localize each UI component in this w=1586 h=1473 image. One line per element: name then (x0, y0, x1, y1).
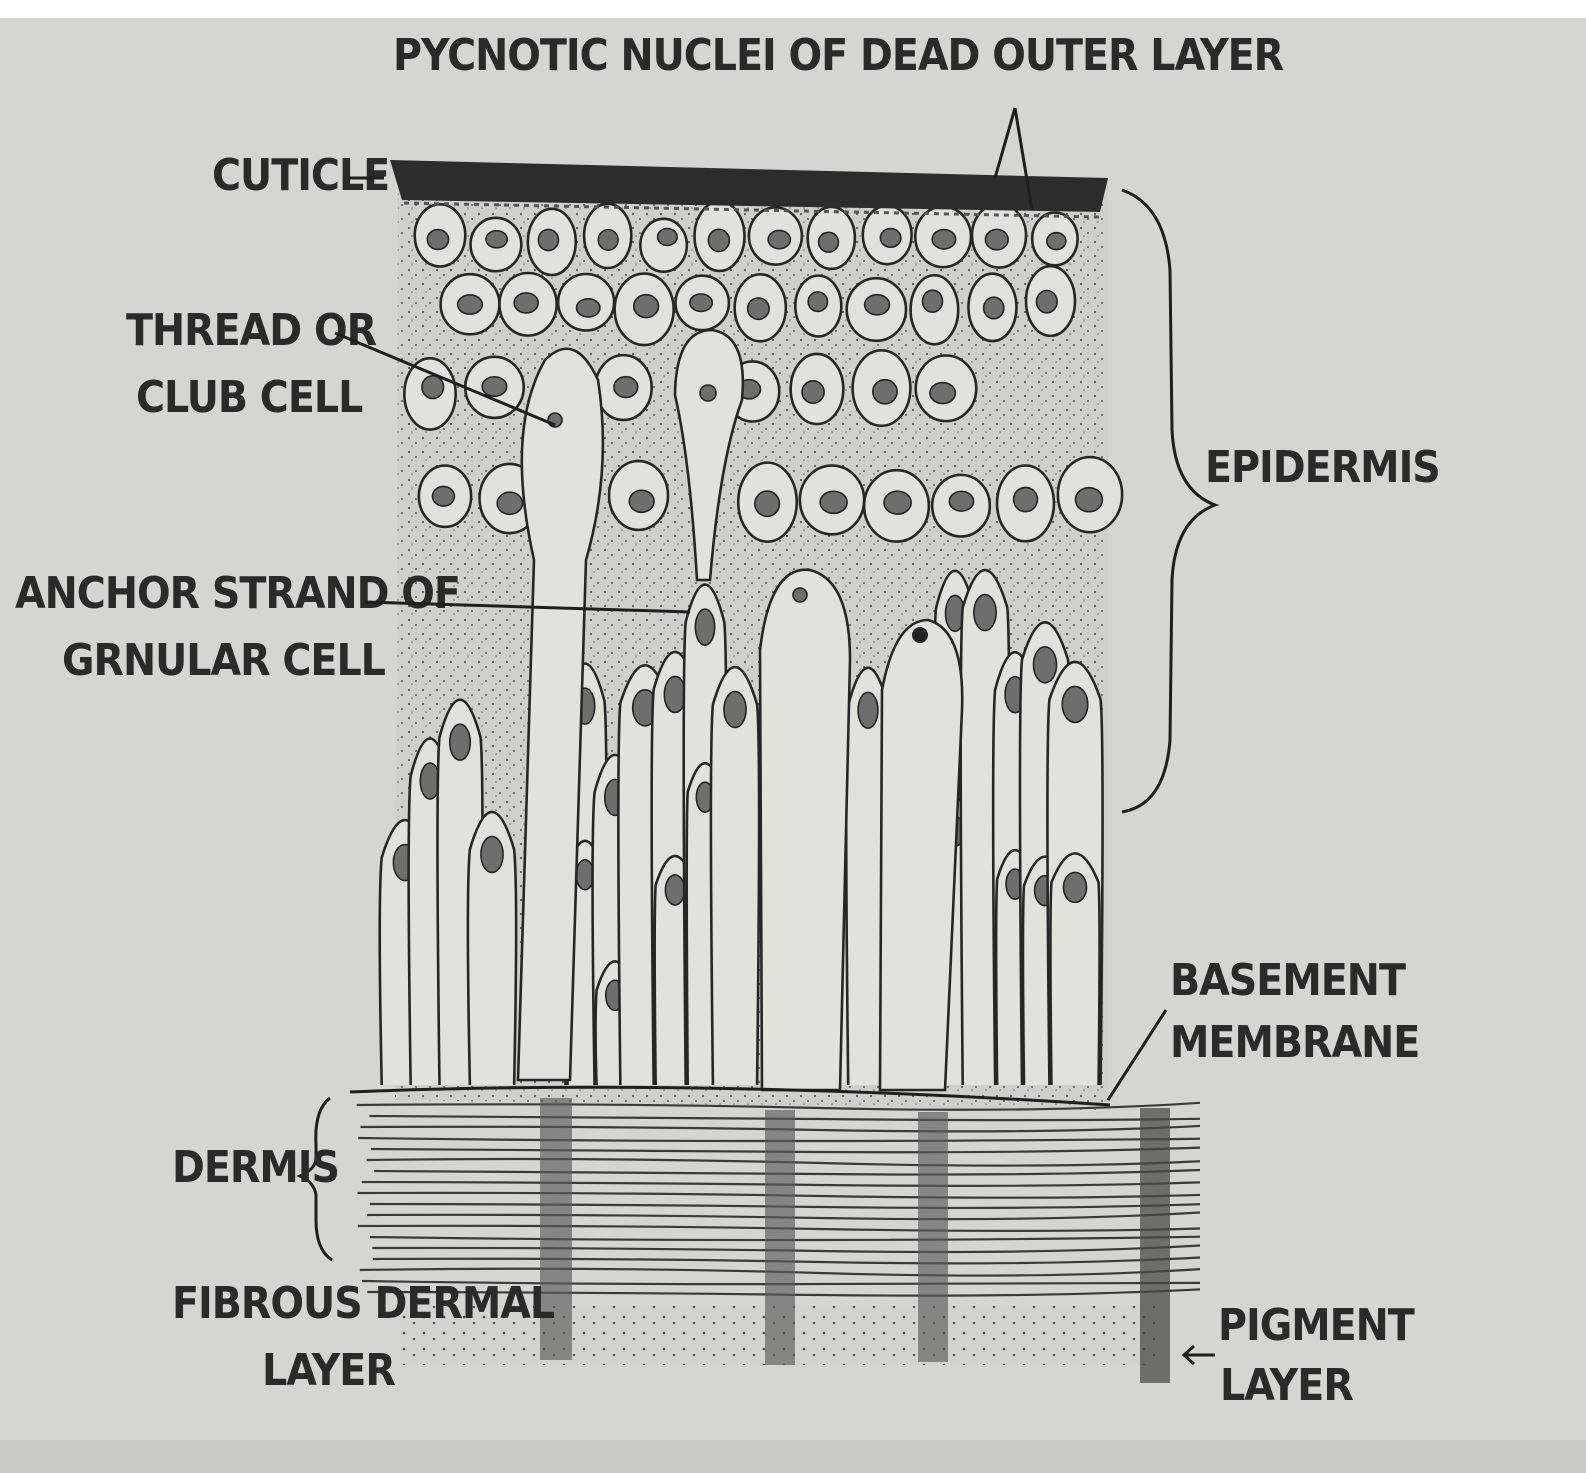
cell-nucleus (724, 692, 746, 728)
cell-nucleus (858, 692, 878, 728)
cell-nucleus (748, 298, 770, 319)
cell-nucleus (768, 230, 790, 248)
cell-nucleus (481, 836, 503, 872)
cell-nucleus (1033, 647, 1056, 683)
label-anchor-strand-2: GRNULAR CELL (62, 635, 386, 686)
label-pycnotic-nuclei: PYCNOTIC NUCLEI OF DEAD OUTER LAYER (393, 30, 1284, 81)
cell-nucleus (880, 229, 900, 248)
cell-nucleus (873, 380, 897, 404)
cell-nucleus (932, 230, 955, 249)
label-thread-cell-1: THREAD OR (126, 305, 377, 356)
cell-nucleus (949, 491, 973, 511)
cell-nucleus (819, 232, 839, 252)
cell-nucleus (1075, 488, 1102, 512)
label-dermis: DERMIS (172, 1142, 339, 1193)
cell-nucleus (634, 295, 659, 318)
cell-nucleus (884, 491, 911, 514)
label-basement-1: BASEMENT (1170, 955, 1406, 1006)
label-basement-2: MEMBRANE (1170, 1017, 1419, 1068)
cell-nucleus (708, 229, 729, 251)
cell-nucleus (755, 491, 780, 516)
cell-nucleus (458, 295, 483, 314)
cell-nucleus (486, 231, 507, 248)
cell-nucleus (930, 383, 955, 404)
club-cell-nucleus (912, 627, 928, 643)
cell-nucleus (1014, 487, 1038, 511)
cell-nucleus (576, 860, 594, 890)
thread-cell-nucleus (700, 385, 716, 401)
label-thread-cell-2: CLUB CELL (136, 372, 363, 423)
cell-nucleus (690, 294, 712, 311)
cell-nucleus (422, 376, 444, 399)
label-cuticle: CUTICLE (212, 150, 389, 201)
cell-nucleus (1047, 233, 1066, 250)
cell-nucleus (923, 290, 943, 312)
cell-nucleus (629, 490, 654, 512)
cell-nucleus (802, 381, 824, 403)
columnar-cell (711, 667, 759, 1085)
cell-nucleus (598, 230, 618, 251)
cell-nucleus (974, 595, 996, 631)
cell-nucleus (695, 609, 714, 645)
cell-nucleus (514, 293, 538, 313)
cell-nucleus (820, 491, 847, 513)
cell-nucleus (1062, 686, 1088, 722)
label-anchor-strand-1: ANCHOR STRAND OF (15, 568, 460, 619)
top-border (0, 0, 1586, 18)
cell-nucleus (427, 230, 448, 250)
bottom-shadow (0, 1440, 1586, 1473)
cell-nucleus (984, 297, 1004, 319)
club-cell-nucleus (793, 588, 807, 602)
cell-nucleus (1037, 291, 1058, 313)
label-pigment-2: LAYER (1220, 1360, 1353, 1411)
cell-nucleus (432, 486, 454, 506)
cell-nucleus (664, 676, 685, 712)
cell-nucleus (497, 492, 522, 514)
cell-nucleus (665, 875, 684, 905)
cell-nucleus (538, 229, 558, 250)
cell-nucleus (482, 377, 507, 397)
club-cell (760, 570, 850, 1090)
label-pigment-1: PIGMENT (1218, 1300, 1415, 1351)
cell-nucleus (614, 377, 638, 398)
cell-nucleus (450, 724, 471, 760)
cell-nucleus (985, 229, 1008, 249)
label-fibrous-2: LAYER (262, 1345, 395, 1396)
cell-nucleus (658, 229, 678, 246)
cell-nucleus (576, 299, 599, 317)
cell-nucleus (1063, 872, 1086, 902)
label-epidermis: EPIDERMIS (1205, 442, 1440, 493)
cell-nucleus (865, 295, 890, 315)
label-fibrous-1: FIBROUS DERMAL (172, 1278, 555, 1329)
cell-nucleus (808, 292, 827, 311)
